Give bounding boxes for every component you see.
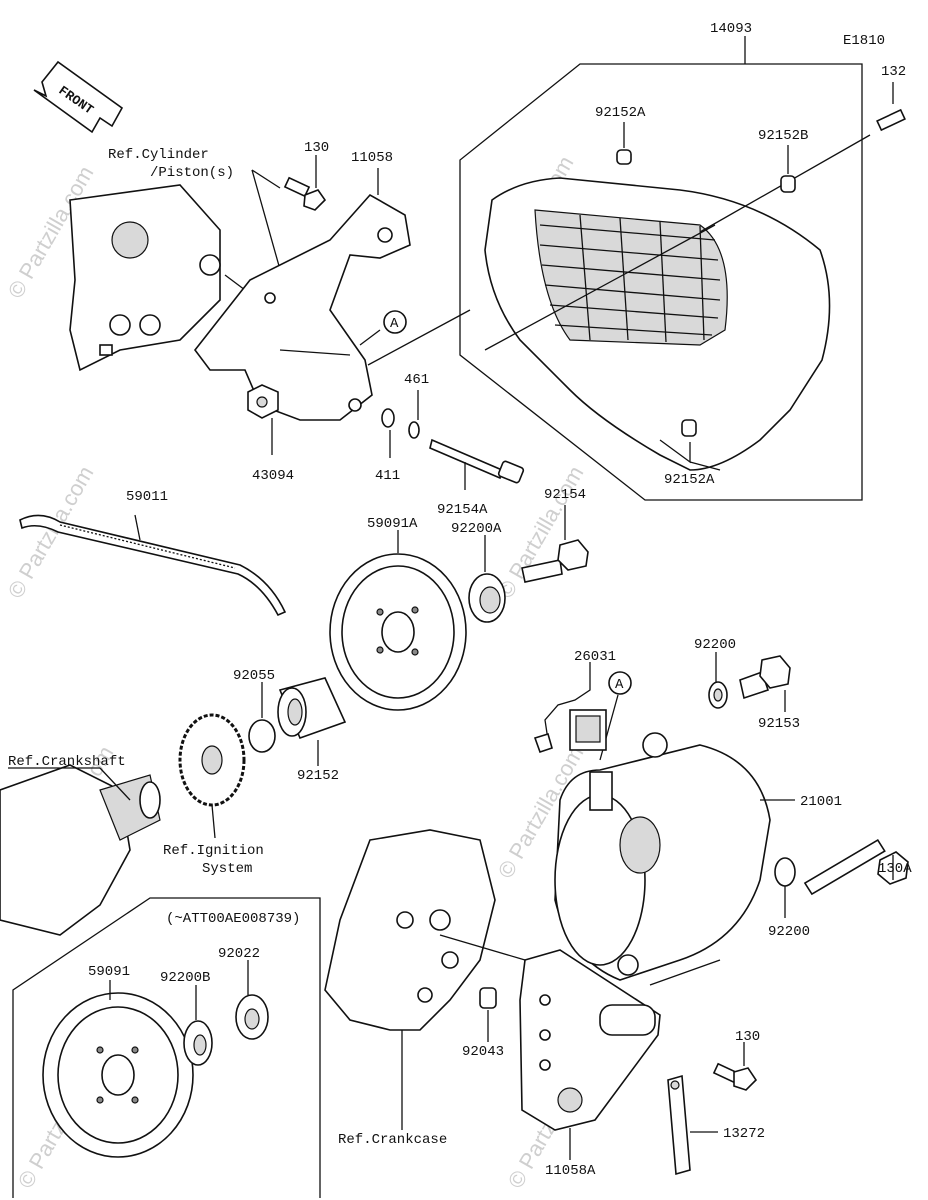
label-132: 132: [881, 64, 906, 80]
label-92152a-bottom: 92152A: [664, 472, 715, 488]
label-130a: 130A: [878, 861, 912, 877]
alternator-21001: [554, 732, 795, 981]
collar-92152: [277, 677, 347, 766]
label-461: 461: [404, 372, 429, 388]
label-92043: 92043: [462, 1044, 504, 1060]
label-92200-right: 92200: [768, 924, 810, 940]
label-ref-ignition-system: System: [202, 861, 252, 877]
label-14093: 14093: [710, 21, 752, 37]
label-59091a: 59091A: [367, 516, 418, 532]
pulley-59091a: [329, 530, 467, 711]
nut-43094: [247, 384, 279, 455]
callout-marker-a-top: A: [359, 309, 471, 366]
label-59091: 59091: [88, 964, 130, 980]
label-130-bottom: 130: [735, 1029, 760, 1045]
label-59011: 59011: [126, 489, 168, 505]
diagram-code: E1810: [843, 33, 885, 49]
label-92152: 92152: [297, 768, 339, 784]
ignition-rotor-gear: [178, 713, 246, 839]
label-411: 411: [375, 468, 400, 484]
oring-92055: [248, 719, 276, 753]
label-26031: 26031: [574, 649, 616, 665]
washer-411: [381, 408, 395, 428]
dowel-92043: [479, 987, 497, 1009]
cover-assembly-14093: [459, 36, 863, 501]
watermark-text: © Partzilla.com: [493, 462, 589, 603]
strap-13272: [667, 1074, 718, 1176]
collar-92152a-top: [616, 149, 632, 165]
bolt-130-top: [283, 155, 327, 211]
label-92200-top: 92200: [694, 637, 736, 653]
label-92055: 92055: [233, 668, 275, 684]
label-ref-cylinder-piston: /Piston(s): [150, 165, 234, 181]
label-92200a: 92200A: [451, 521, 502, 537]
label-ref-cylinder: Ref.Cylinder: [108, 147, 209, 163]
collar-92152a-bottom: [681, 419, 697, 437]
bolt-130a: [803, 839, 909, 896]
label-21001: 21001: [800, 794, 842, 810]
label-13272: 13272: [723, 1126, 765, 1142]
front-arrow: FRONT: [33, 60, 124, 134]
label-92152b: 92152B: [758, 128, 808, 144]
bolt-130-bottom: [712, 1042, 758, 1091]
washer-92200-top: [708, 652, 728, 709]
label-92200b: 92200B: [160, 970, 210, 986]
cover-grille: [539, 214, 721, 343]
bolt-92154: [521, 505, 589, 583]
bolt-92154a: [429, 438, 525, 490]
label-92152a-top: 92152A: [595, 105, 646, 121]
connector-harness-26031: [533, 662, 607, 754]
serial-variant-box: [12, 897, 321, 1198]
marker-letter: A: [390, 316, 399, 332]
bolt-92153: [739, 655, 791, 712]
label-130-top: 130: [304, 140, 329, 156]
label-92022: 92022: [218, 946, 260, 962]
label-ref-crankcase: Ref.Crankcase: [338, 1132, 447, 1148]
label-92154: 92154: [544, 487, 586, 503]
crankcase-reference: [324, 829, 496, 1130]
label-43094: 43094: [252, 468, 294, 484]
washer-92200a: [468, 535, 506, 623]
crankshaft-reference: [0, 764, 161, 936]
part-labels: 14093 132 92152A 92152B Ref.Cylinder /Pi…: [8, 21, 912, 1179]
label-ref-ignition: Ref.Ignition: [163, 843, 264, 859]
label-11058: 11058: [351, 150, 393, 166]
label-92153: 92153: [758, 716, 800, 732]
bracket-11058a: [519, 949, 721, 1160]
label-serial-note: (~ATT00AE008739): [166, 911, 300, 927]
washer-92200-right: [774, 857, 796, 887]
bracket-11058: [193, 168, 411, 421]
label-11058a: 11058A: [545, 1163, 596, 1179]
belt-59011: [19, 514, 287, 617]
label-ref-crankshaft: Ref.Crankshaft: [8, 754, 126, 770]
cylinder-head-reference: [69, 184, 246, 372]
collar-92152b: [780, 175, 796, 193]
marker-letter: A: [615, 677, 624, 693]
label-92154a: 92154A: [437, 502, 488, 518]
callout-marker-a-bottom: A: [599, 671, 632, 761]
washer-461: [408, 421, 420, 439]
